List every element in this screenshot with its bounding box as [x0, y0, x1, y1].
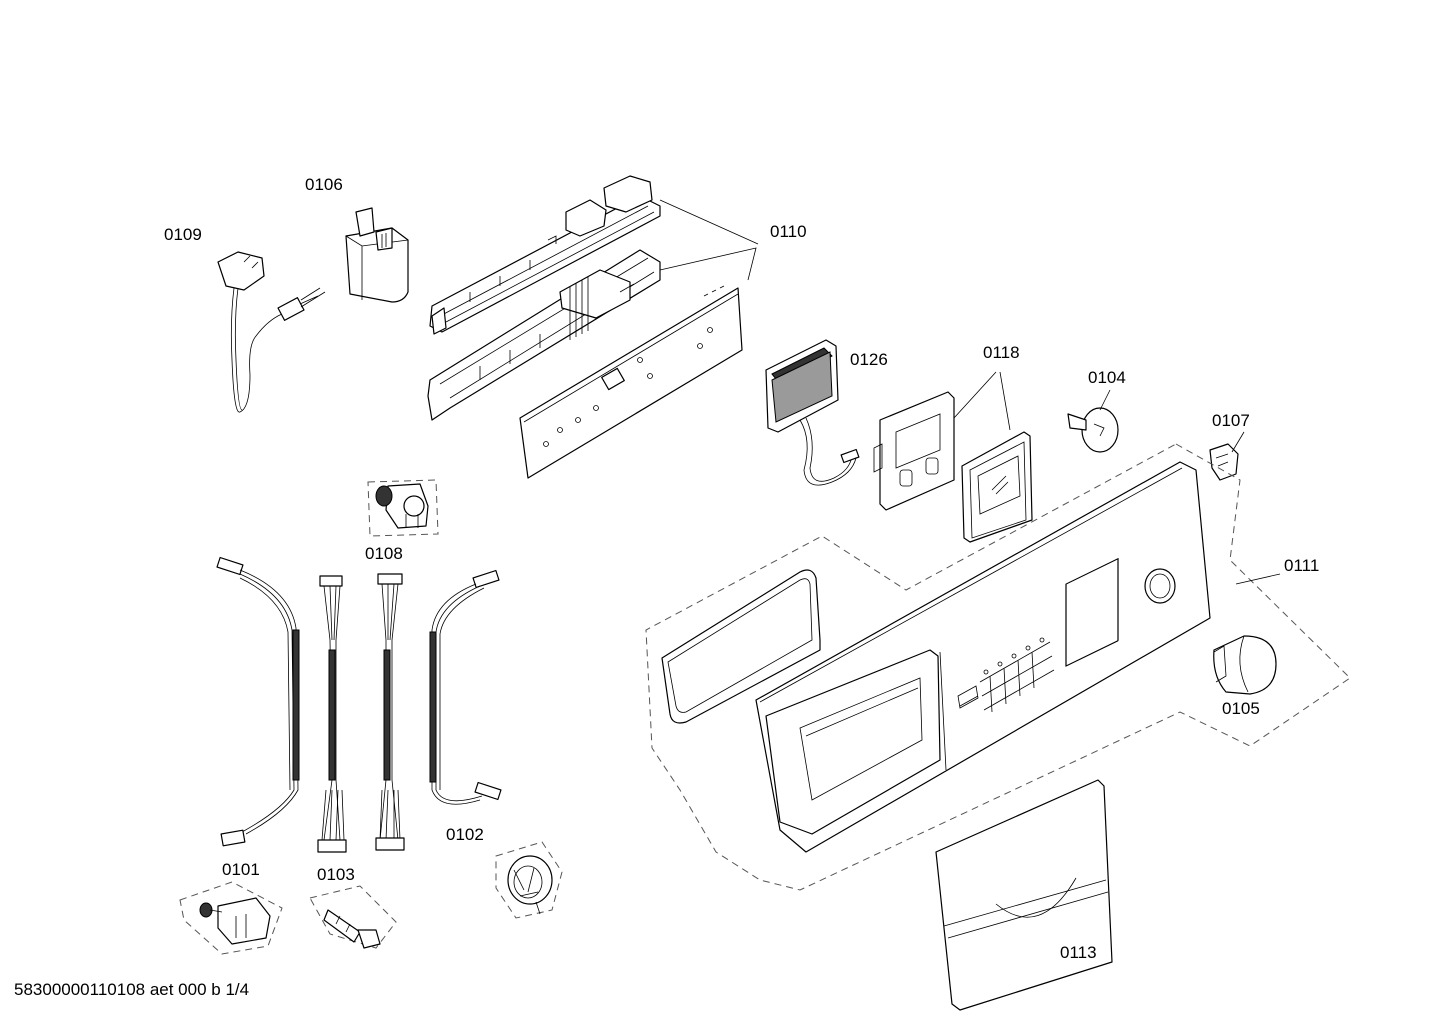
label-0118: 0118: [983, 343, 1020, 362]
label-0104: 0104: [1088, 368, 1126, 387]
label-0109: 0109: [164, 225, 202, 244]
fascia-gasket-part: [661, 569, 821, 724]
temperature-sensor-part: [323, 909, 381, 949]
display-housing-part: [873, 391, 955, 511]
cable-harness-0103b-part: [375, 573, 405, 851]
label-0126: 0126: [850, 350, 888, 369]
cable-harness-0102-part: [429, 569, 502, 805]
drawer-front-part: [935, 779, 1113, 1011]
selector-knob-part: [1213, 635, 1277, 695]
filter-capacitor-part: [345, 207, 409, 303]
label-0110: 0110: [770, 222, 807, 241]
label-0113: 0113: [1060, 943, 1097, 962]
control-module-frame: [427, 249, 661, 421]
cable-harness-0101-part: [216, 556, 300, 847]
knob-insert-part: [1067, 407, 1119, 453]
control-module-top-rail: [429, 175, 661, 335]
footer-document-id: 58300000110108 aet 000 b 1/4: [14, 980, 250, 999]
label-0107: 0107: [1212, 411, 1250, 430]
fascia-group-outline: [645, 443, 1351, 891]
door-lock-part: [199, 897, 271, 945]
pressure-switch-outline: [367, 479, 439, 537]
label-0106: 0106: [305, 175, 343, 194]
label-0105: 0105: [1222, 699, 1260, 718]
clip-part: [1209, 443, 1239, 481]
label-0103: 0103: [317, 865, 355, 884]
power-cord-part: [217, 251, 326, 413]
pump-motor-part: [507, 855, 553, 915]
fascia-panel-part: [755, 461, 1211, 853]
temperature-sensor-outline: [309, 885, 397, 949]
display-window-part: [961, 431, 1033, 543]
label-0101: 0101: [222, 860, 260, 879]
control-module-pcb: [519, 285, 743, 479]
label-0102: 0102: [446, 825, 484, 844]
label-0111: 0111: [1284, 556, 1319, 575]
label-0108: 0108: [365, 544, 403, 563]
pressure-switch-part: [375, 483, 429, 529]
cable-harness-0103a-part: [317, 575, 347, 853]
display-module-part: [765, 339, 860, 486]
pump-motor-outline: [495, 841, 563, 919]
